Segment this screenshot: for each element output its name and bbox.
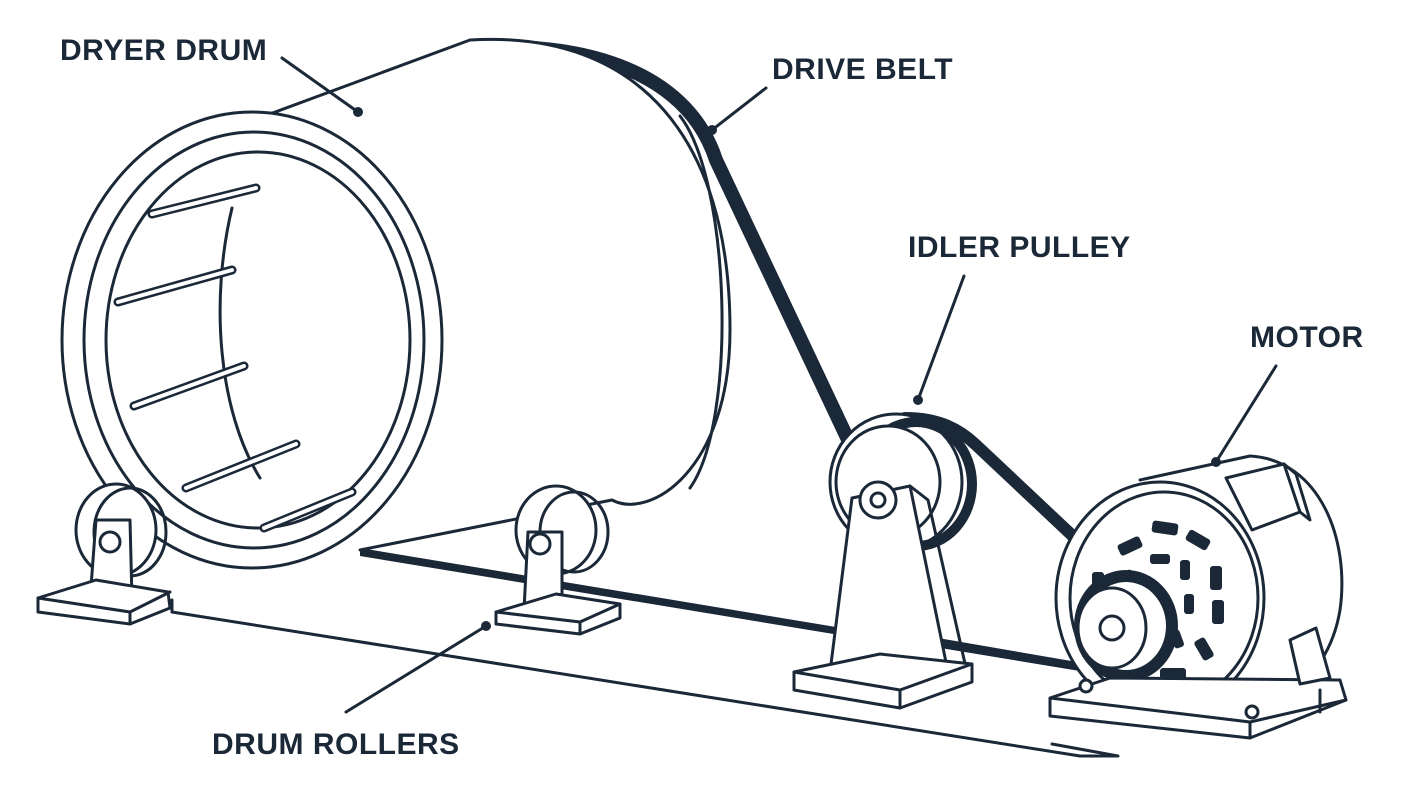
drum-baffles-highlight (116, 186, 354, 530)
leader-line-motor (1214, 364, 1278, 464)
motor-terminal-box-side (1282, 462, 1312, 522)
motor-bolt (1244, 704, 1260, 720)
label-drum-rollers: DRUM ROLLERS (212, 728, 460, 761)
idler-bracket-side (908, 484, 968, 670)
idler-base (792, 652, 974, 710)
leader-dot-drum-rollers (481, 621, 491, 631)
idler-axle-center (869, 491, 887, 509)
drum-roller-middle (494, 484, 622, 636)
drum-front-rim-outer (60, 110, 444, 570)
leader-dot-motor (1211, 457, 1221, 467)
label-motor: MOTOR (1250, 321, 1364, 354)
label-drive-belt: DRIVE BELT (772, 53, 954, 86)
roller-axle (528, 532, 552, 556)
leader-lines (280, 56, 1278, 714)
leader-line-drum-rollers (344, 624, 488, 714)
leader-line-drive-belt (710, 86, 768, 132)
dryer-drum (60, 37, 732, 570)
idler-pulley-assembly (792, 412, 977, 710)
leader-line-dryer-drum (280, 56, 360, 114)
motor-bolt (1078, 678, 1094, 694)
drum-roller-left (36, 482, 172, 626)
motor-base (1048, 676, 1348, 740)
leader-dot-drive-belt (707, 125, 717, 135)
motor-mount-bracket (1288, 626, 1332, 686)
leader-dot-idler-pulley (913, 395, 923, 405)
label-idler-pulley: IDLER PULLEY (908, 231, 1131, 264)
motor-shaft (1098, 614, 1126, 642)
drum-inner-back (218, 206, 262, 480)
roller-base (36, 578, 172, 626)
drive-belt-lower-strand (360, 548, 870, 640)
leader-dot-dryer-drum (353, 107, 363, 117)
drum-front-rim-mid (82, 130, 426, 550)
drum-shell-rear-edge (678, 114, 724, 490)
roller-base (494, 592, 622, 636)
motor-assembly (1048, 454, 1348, 740)
base-plate (170, 610, 1120, 758)
idler-axle (858, 480, 898, 520)
leader-line-idler-pulley (916, 274, 966, 402)
drum-front-rim-inner (104, 150, 412, 530)
label-dryer-drum: DRYER DRUM (60, 34, 268, 67)
roller-axle (98, 530, 122, 554)
